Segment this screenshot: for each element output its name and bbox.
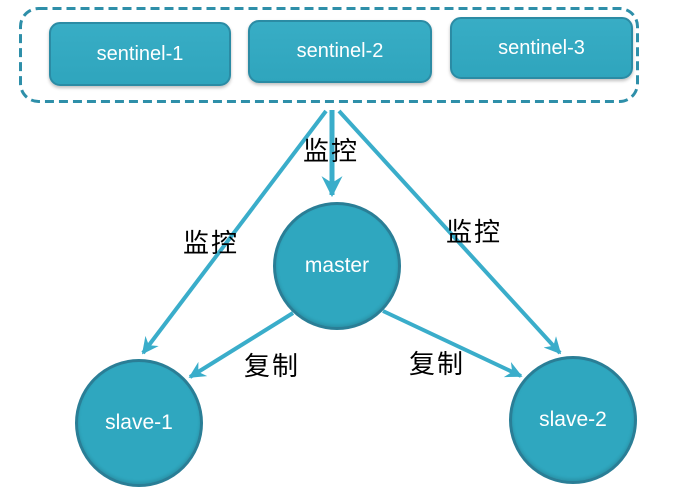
monitor-label-left: 监控: [183, 229, 240, 259]
sentinel-3-node: sentinel-3: [450, 17, 633, 79]
replicate-arrow-right: [382, 309, 523, 378]
master-label: master: [304, 254, 370, 277]
master-node: master: [273, 202, 401, 330]
monitor-label-center: 监控: [303, 137, 360, 167]
slave-2-label: slave-2: [539, 408, 607, 431]
monitor-arrow-right: [337, 109, 562, 355]
monitor-arrow-left: [141, 109, 328, 355]
slave-1-label: slave-1: [105, 411, 173, 434]
slave-2-node: slave-2: [509, 356, 637, 484]
sentinel-2-label: sentinel-2: [296, 40, 384, 62]
sentinel-1-label: sentinel-1: [96, 42, 184, 65]
slave-1-node: slave-1: [75, 359, 203, 487]
sentinel-3-label: sentinel-3: [498, 36, 585, 59]
replicate-label-right: 复制: [409, 350, 466, 380]
sentinel-1-node: sentinel-1: [49, 22, 231, 86]
sentinel-group-container: [19, 7, 639, 103]
sentinel-2-node: sentinel-2: [248, 20, 432, 83]
replicate-arrow-left: [188, 311, 295, 379]
replicate-label-left: 复制: [244, 352, 301, 382]
monitor-label-right: 监控: [446, 218, 503, 248]
